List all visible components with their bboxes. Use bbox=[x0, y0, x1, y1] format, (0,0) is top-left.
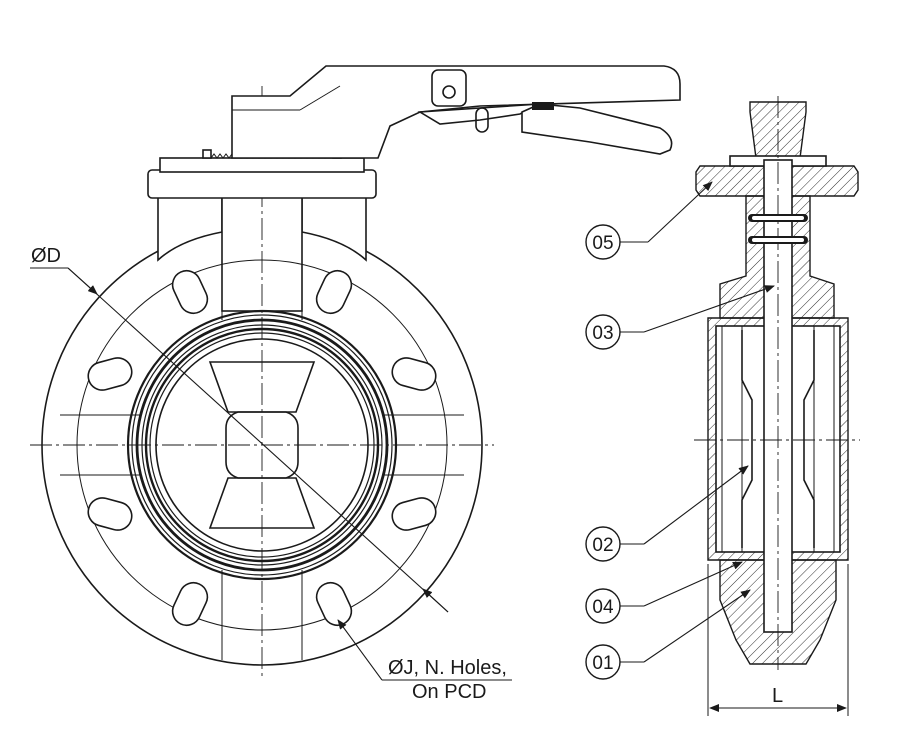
handle-trigger bbox=[532, 102, 554, 110]
diameter-dimension: ØD bbox=[30, 245, 449, 613]
callout-04-label: 04 bbox=[592, 597, 614, 618]
o-rings bbox=[748, 214, 808, 244]
callout-03-label: 03 bbox=[592, 323, 613, 344]
liner-left bbox=[721, 325, 743, 553]
callout-04: 04 bbox=[585, 561, 743, 624]
holes-label-line2: On PCD bbox=[412, 681, 486, 703]
callout-02: 02 bbox=[585, 465, 749, 562]
callout-05-label: 05 bbox=[592, 233, 613, 254]
liner-right bbox=[813, 325, 835, 553]
front-view: ØD ØJ, N. Holes, On PCD bbox=[30, 65, 681, 703]
diameter-label: ØD bbox=[31, 245, 61, 267]
length-label: L bbox=[772, 685, 783, 707]
bolt-holes bbox=[87, 269, 437, 627]
disc-profile bbox=[741, 330, 753, 548]
length-dimension: L bbox=[707, 564, 849, 716]
side-section-view: L 05 03 02 04 bbox=[585, 96, 860, 716]
handle-lever bbox=[231, 65, 681, 159]
disc-hub bbox=[208, 361, 316, 529]
callout-02-label: 02 bbox=[592, 535, 613, 556]
holes-label-line1: ØJ, N. Holes, bbox=[388, 657, 507, 679]
ribs bbox=[60, 260, 464, 660]
callout-01-label: 01 bbox=[592, 653, 613, 674]
holes-dimension: ØJ, N. Holes, On PCD bbox=[337, 619, 512, 703]
callout-05: 05 bbox=[585, 181, 713, 260]
ratchet-pin-left bbox=[202, 149, 212, 159]
callout-03: 03 bbox=[585, 285, 775, 350]
callout-01: 01 bbox=[585, 589, 751, 680]
top-flange-pad bbox=[147, 169, 377, 199]
ratchet-plate bbox=[159, 157, 365, 173]
